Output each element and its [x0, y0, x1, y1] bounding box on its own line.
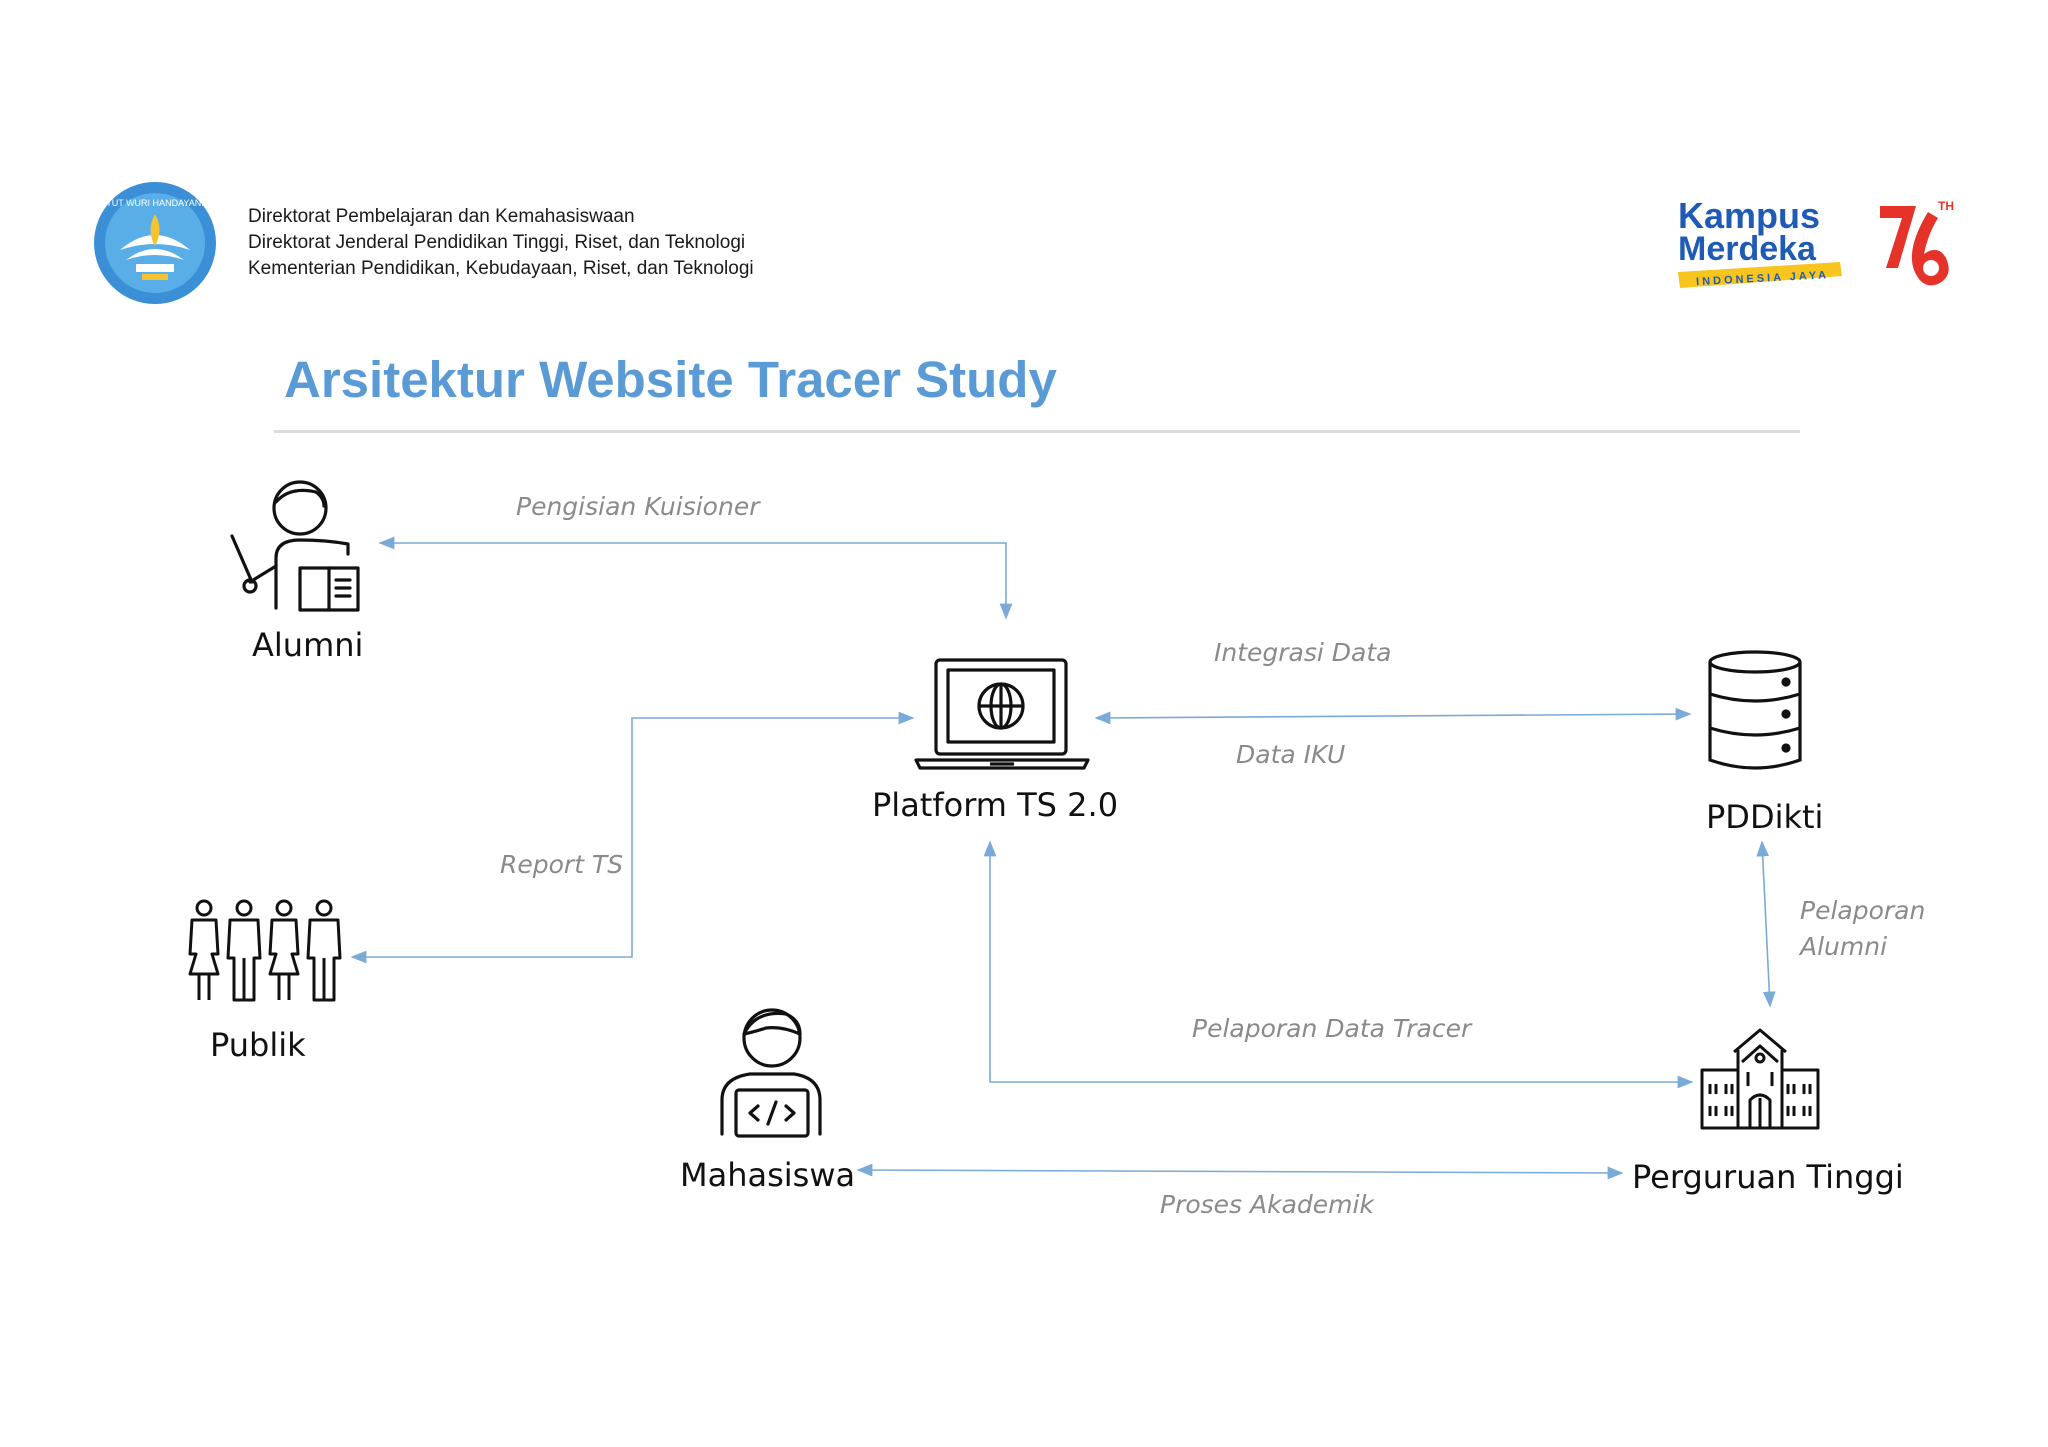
anniversary-76-logo: TH — [1876, 198, 1960, 292]
laptop-globe-icon — [914, 656, 1090, 772]
institution-line-3: Kementerian Pendidikan, Kebudayaan, Rise… — [248, 258, 754, 279]
node-label-publik: Publik — [210, 1026, 306, 1064]
emblem-motto: TUT WURI HANDAYANI — [106, 198, 204, 208]
node-label-alumni: Alumni — [252, 626, 364, 664]
edge-label-pelaporan-data-tracer: Pelaporan Data Tracer — [1192, 1014, 1472, 1043]
kampus-merdeka-logo: Kampus Merdeka INDONESIA JAYA — [1676, 195, 1846, 292]
node-label-mahasiswa: Mahasiswa — [680, 1156, 856, 1194]
edge-label-data-iku: Data IKU — [1236, 740, 1346, 769]
database-icon — [1706, 650, 1804, 772]
kampus-logo-line2: Merdeka — [1678, 230, 1817, 268]
edge-label-integrasi-data: Integrasi Data — [1214, 638, 1392, 667]
institution-line-2: Direktorat Jenderal Pendidikan Tinggi, R… — [248, 232, 746, 253]
student-coder-icon — [716, 1004, 826, 1138]
people-group-icon — [184, 898, 346, 1002]
alumni-teacher-icon — [230, 478, 364, 614]
kampus-logo-line1: Kampus — [1678, 195, 1820, 236]
edge-pengisian-kuisioner — [378, 536, 1013, 620]
edge-label-pelaporan-alumni-2: Alumni — [1800, 932, 1888, 961]
node-label-pddikti: PDDikti — [1706, 798, 1824, 836]
anniversary-suffix: TH — [1938, 199, 1954, 213]
edge-integrasi-data — [1094, 707, 1692, 725]
edge-pelaporan-data-tracer — [983, 840, 1694, 1089]
edge-report-ts — [350, 711, 915, 964]
institution-line-1: Direktorat Pembelajaran dan Kemahasiswaa… — [248, 206, 635, 227]
edge-label-proses-akademik: Proses Akademik — [1160, 1190, 1374, 1219]
node-label-platform: Platform TS 2.0 — [872, 786, 1119, 824]
edge-label-pengisian-kuisioner: Pengisian Kuisioner — [516, 492, 760, 521]
edge-pelaporan-alumni — [1756, 840, 1776, 1008]
title-divider — [274, 430, 1800, 433]
page-title: Arsitektur Website Tracer Study — [284, 351, 1057, 408]
edge-proses-akademik — [856, 1163, 1624, 1180]
institution-lines: Direktorat Pembelajaran dan Kemahasiswaa… — [248, 204, 754, 282]
university-building-icon — [1700, 1028, 1820, 1132]
edge-label-pelaporan-alumni-1: Pelaporan — [1800, 896, 1926, 925]
tut-wuri-emblem: TUT WURI HANDAYANI — [92, 180, 218, 306]
edge-label-report-ts: Report TS — [500, 850, 624, 879]
node-label-perguruan-tinggi: Perguruan Tinggi — [1632, 1158, 1904, 1196]
